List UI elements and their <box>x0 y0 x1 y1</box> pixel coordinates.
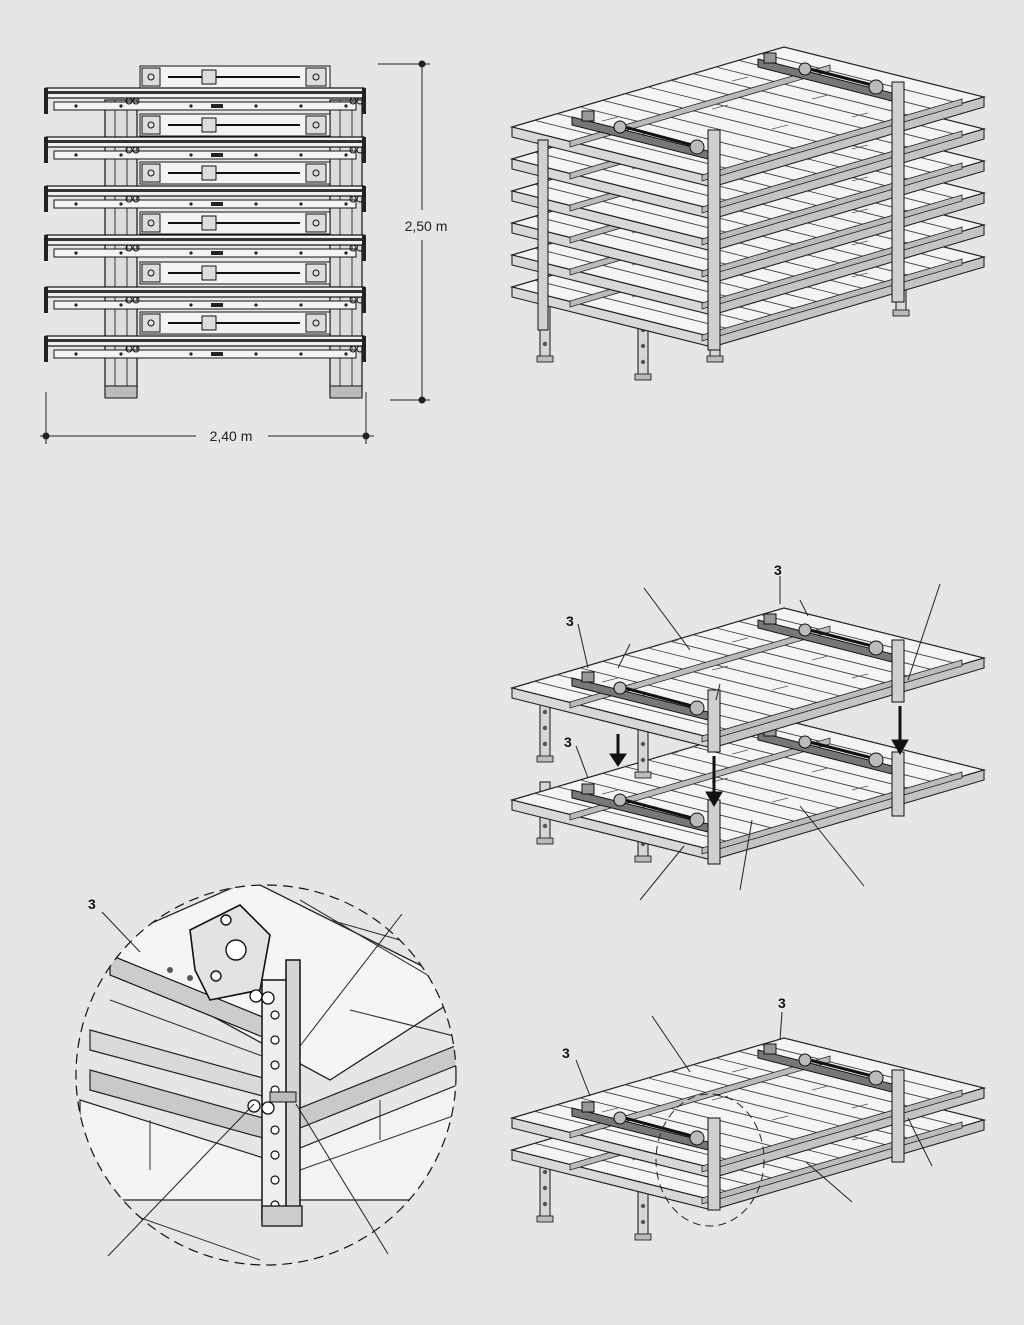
lower-corner-post <box>891 751 905 817</box>
platform-level <box>43 136 367 164</box>
leader-lines <box>575 576 941 901</box>
detail-view: 3 <box>75 884 457 1266</box>
upper-corner-post <box>707 689 721 753</box>
height-dimension-label: 2,50 m <box>405 218 448 234</box>
level-mechanism <box>139 261 331 285</box>
callout-3: 3 <box>564 734 572 750</box>
platform-level <box>43 335 367 363</box>
width-dimension-label: 2,40 m <box>210 428 253 444</box>
callout-3: 3 <box>562 1045 570 1061</box>
callout-3: 3 <box>566 613 574 629</box>
left-foot-plate <box>104 385 138 399</box>
platform-level <box>43 87 367 115</box>
callout-3: 3 <box>774 562 782 578</box>
height-dimension <box>378 60 430 404</box>
stacking-step-view: 3 3 3 <box>511 562 985 901</box>
lower-corner-post <box>707 799 721 865</box>
stack-corner-post <box>537 139 549 331</box>
width-dimension <box>40 392 374 444</box>
stack-corner-post <box>891 81 905 303</box>
platform-level <box>43 286 367 314</box>
top-mechanism <box>139 65 331 89</box>
front-elevation-view: 2,50 m 2,40 m <box>40 60 448 444</box>
upper-corner-post <box>891 639 905 703</box>
lowering-arrows <box>609 706 909 808</box>
level-mechanism <box>139 161 331 185</box>
platform-level <box>43 185 367 213</box>
step-post <box>536 699 554 763</box>
level-mechanism <box>139 113 331 137</box>
stacked-platforms-view <box>511 46 985 381</box>
stack-corner-post <box>707 129 721 351</box>
right-foot-plate <box>329 385 363 399</box>
detail-leader-lines <box>101 911 403 1257</box>
pair-leader-lines <box>575 1011 933 1203</box>
detail-reference-circle <box>655 1093 765 1227</box>
callout-3: 3 <box>88 896 96 912</box>
level-mechanism <box>139 211 331 235</box>
pair-corner-post <box>707 1117 721 1211</box>
callout-3: 3 <box>778 995 786 1011</box>
detail-circle-outline <box>75 884 457 1266</box>
pair-corner-post <box>891 1069 905 1163</box>
stacked-pair-view: 3 3 <box>511 995 985 1241</box>
platform-level <box>43 234 367 262</box>
level-mechanism <box>139 311 331 335</box>
